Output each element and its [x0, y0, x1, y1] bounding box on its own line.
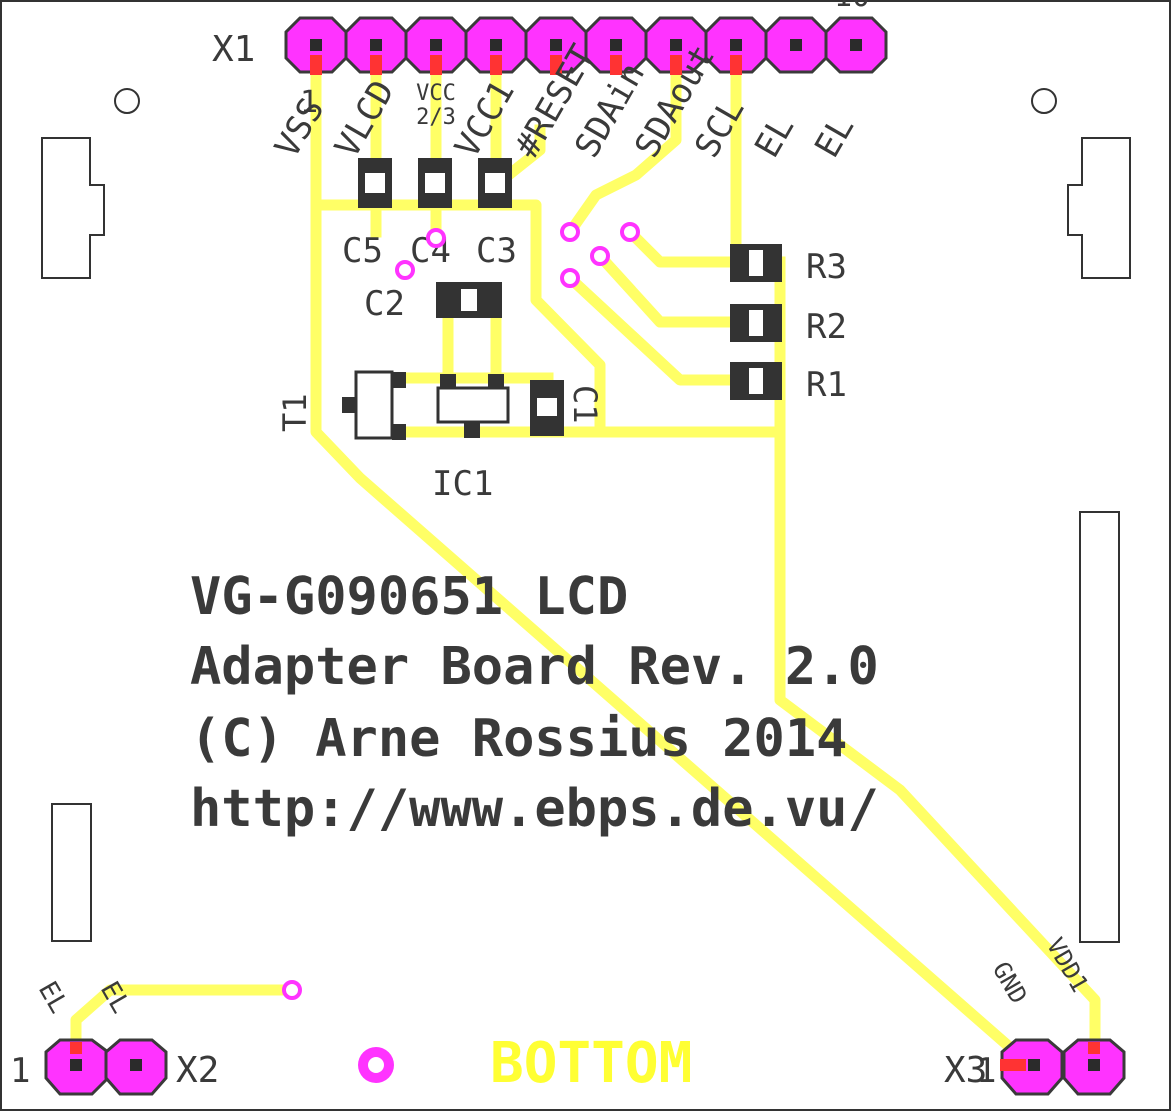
label-ic1: IC1: [432, 464, 493, 504]
x1-pad-hole: [670, 39, 682, 51]
x1-pad-trace-stub: [610, 55, 622, 75]
left-slot-outline: [51, 803, 92, 942]
transistor-t1: [342, 370, 406, 440]
label-c5: C5: [342, 231, 383, 271]
x1-pad-hole: [610, 39, 622, 51]
x1-pad-hole: [370, 39, 382, 51]
label-t1: T1: [276, 393, 314, 432]
x1-pad-trace-stub: [490, 55, 502, 75]
cap-c4: [418, 158, 452, 208]
mounting-hole-right: [1031, 88, 1057, 114]
x1-pad-hole: [850, 39, 862, 51]
via-large-hole: [368, 1057, 384, 1073]
label-c3: C3: [476, 231, 517, 271]
x3-name: X3: [944, 1050, 987, 1091]
x1-name: X1: [212, 29, 255, 70]
x1-pin1-label: 1: [300, 85, 318, 120]
via: [560, 268, 580, 288]
right-bracket-outline: [1067, 137, 1131, 279]
resistor-r1: [730, 362, 782, 400]
x1-pad-trace-stub: [670, 55, 682, 75]
x3-pin1-label: 1: [976, 1051, 996, 1091]
label-r2: R2: [806, 307, 847, 347]
x1-pin10-label: 10: [834, 0, 870, 14]
cap-c1: [530, 380, 564, 436]
x1-pad-hole: [430, 39, 442, 51]
x1-pad-hole: [550, 39, 562, 51]
board-title-line-2: Adapter Board Rev. 2.0: [190, 637, 879, 697]
x1-pad-hole: [730, 39, 742, 51]
via: [395, 260, 415, 280]
ic-ic1: [436, 374, 510, 438]
label-r1: R1: [806, 365, 847, 405]
x2-name: X2: [176, 1050, 219, 1091]
label-c2: C2: [364, 284, 405, 324]
x1-pad-trace-stub: [430, 55, 442, 75]
via: [426, 228, 446, 248]
connector-x1: [284, 16, 888, 75]
bottom-layer-label: BOTTOM: [490, 1031, 692, 1096]
connector-x3: [1000, 1038, 1126, 1096]
mounting-hole-left: [114, 88, 140, 114]
board-title-line-4: http://www.ebps.de.vu/: [190, 779, 879, 839]
label-r3: R3: [806, 247, 847, 287]
x1-pad-hole: [790, 39, 802, 51]
right-slot-outline: [1079, 511, 1120, 943]
connector-x2: [44, 1038, 168, 1096]
x1-pad-trace-stub: [370, 55, 382, 75]
resistor-r2: [730, 304, 782, 342]
x2-pin1-label: 1: [10, 1051, 30, 1091]
cap-c3: [478, 158, 512, 208]
x1-pad-hole: [310, 39, 322, 51]
via: [282, 980, 302, 1000]
label-c1: C1: [566, 385, 604, 424]
x1-pad-trace-stub: [550, 55, 562, 75]
board-title-line-3: (C) Arne Rossius 2014: [190, 709, 847, 769]
via: [560, 222, 580, 242]
x1-pad-trace-stub: [310, 55, 322, 75]
x1-pad-hole: [490, 39, 502, 51]
x1-pad-trace-stub: [730, 55, 742, 75]
cap-c5: [358, 158, 392, 208]
cap-c2: [436, 282, 502, 318]
board-title-line-1: VG-G090651 LCD: [190, 567, 628, 627]
via: [620, 222, 640, 242]
left-bracket-outline: [41, 137, 105, 279]
via: [590, 246, 610, 266]
resistor-r3: [730, 244, 782, 282]
